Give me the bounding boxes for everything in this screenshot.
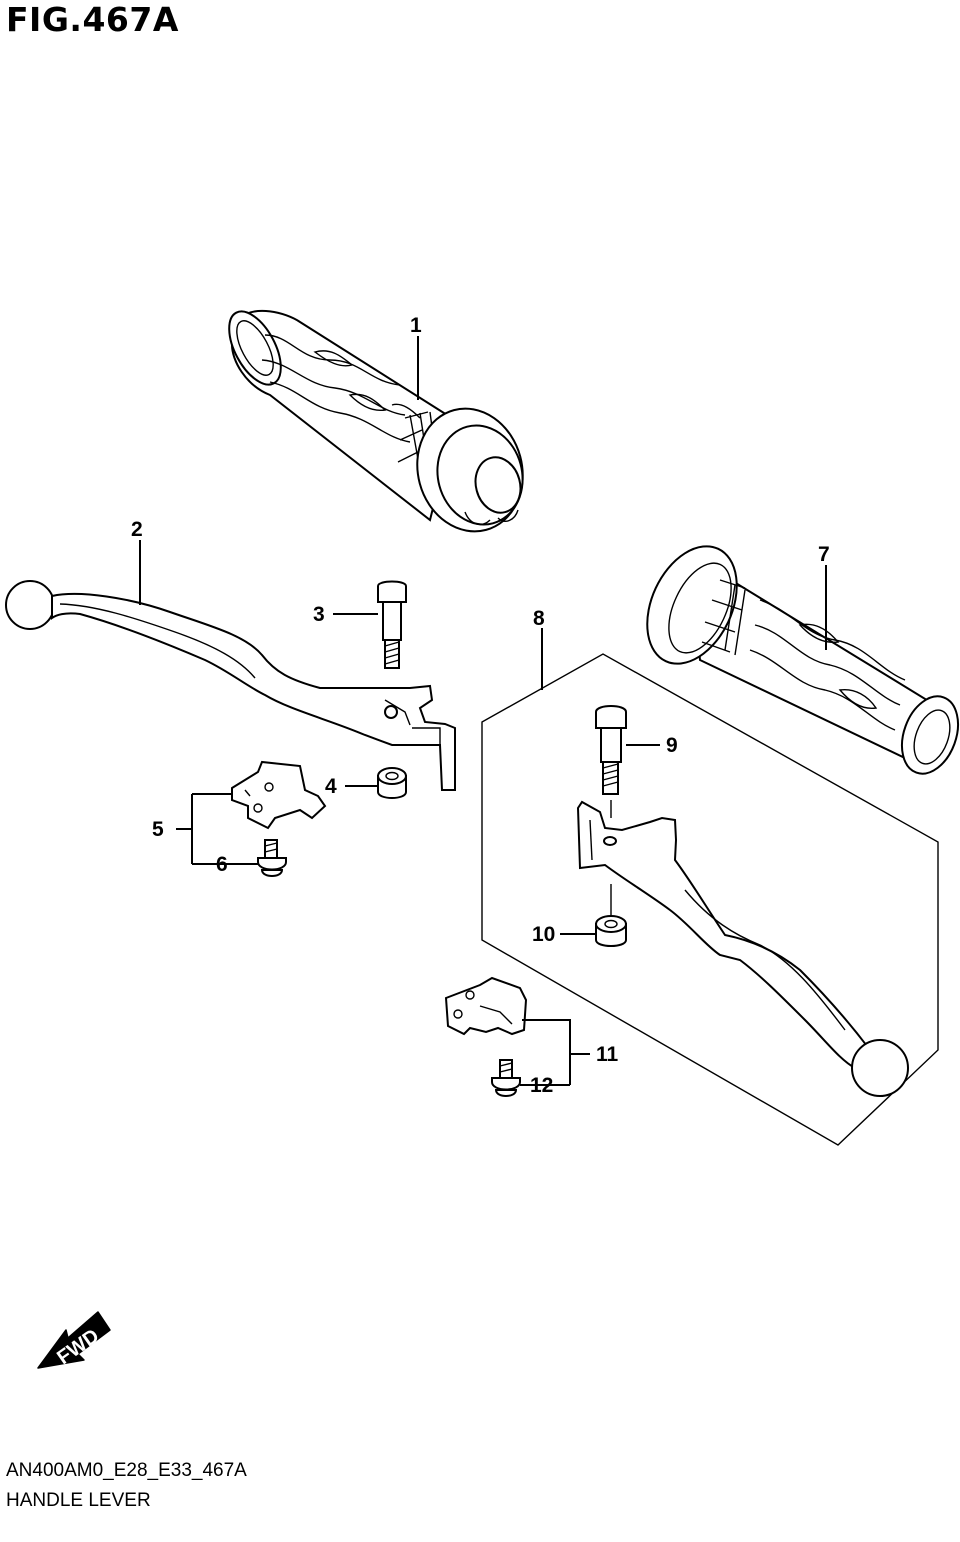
lever-right[interactable] — [576, 800, 909, 1097]
brake-switch-left[interactable] — [231, 760, 327, 830]
screw-left[interactable] — [257, 839, 287, 877]
callout-11[interactable]: 11 — [596, 1043, 619, 1066]
pivot-bolt-left[interactable] — [377, 580, 407, 669]
lever-left[interactable] — [5, 580, 456, 791]
callout-2[interactable]: 2 — [131, 518, 143, 541]
brake-switch-right[interactable] — [444, 976, 528, 1036]
callout-7[interactable]: 7 — [818, 543, 830, 566]
leader-5 — [176, 793, 232, 864]
pivot-bolt-right[interactable] — [595, 705, 627, 795]
callout-8[interactable]: 8 — [533, 607, 545, 630]
screw-right[interactable] — [491, 1059, 521, 1097]
callout-1[interactable]: 1 — [410, 314, 422, 337]
figure-code: AN400AM0_E28_E33_467A — [6, 1460, 247, 1481]
nut-left[interactable] — [377, 767, 407, 799]
callout-5[interactable]: 5 — [152, 818, 164, 841]
grip-right[interactable] — [630, 532, 960, 782]
nut-right[interactable] — [595, 915, 627, 947]
figure-name: HANDLE LEVER — [6, 1490, 151, 1511]
callout-9[interactable]: 9 — [666, 734, 678, 757]
callout-12[interactable]: 12 — [530, 1074, 553, 1097]
callout-3[interactable]: 3 — [313, 603, 325, 626]
callout-4[interactable]: 4 — [325, 775, 337, 798]
callout-10[interactable]: 10 — [532, 923, 555, 946]
figure-title: FIG.467A — [6, 0, 179, 39]
callout-6[interactable]: 6 — [216, 853, 228, 876]
fwd-arrow-icon: FWD — [37, 1311, 111, 1369]
leader-11 — [522, 1019, 590, 1085]
kit-outline — [481, 653, 939, 1146]
grip-left[interactable] — [219, 303, 537, 543]
